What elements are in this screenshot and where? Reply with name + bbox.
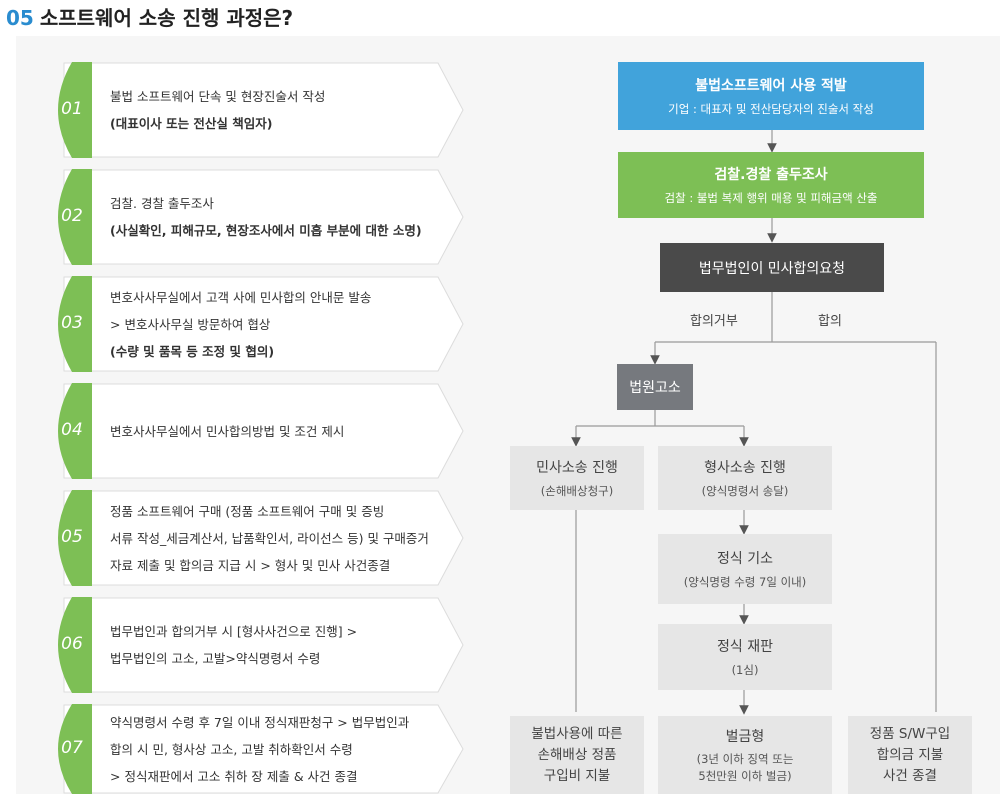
step-text-line: 합의 시 민, 형사상 고소, 고발 취하확인서 수령 (110, 741, 353, 757)
step-badge-shape (58, 62, 92, 158)
flow-prosecution-sub: 검찰 : 불법 복제 행위 매용 및 피해금액 산출 (664, 191, 878, 205)
step-text: 검찰. 경찰 출두조사 (사실확인, 피해규모, 현장조사에서 미흡 부분에 대한… (110, 190, 434, 244)
step-text: 법무법인과 합의거부 시 [형사사건으로 진행] > 법무법인의 고소, 고발>약… (110, 618, 434, 672)
flow-fine-line-2: 5천만원 이하 벌금) (698, 768, 792, 783)
step-badge-shape (58, 597, 92, 693)
flow-criminal-box: 형사소송 진행 (양식명령서 송달) (658, 446, 832, 510)
flow-trial-sub: (1심) (731, 663, 759, 677)
step-badge-shape (58, 490, 92, 586)
step-badge-shape (58, 169, 92, 265)
flow-indict-box: 정식 기소 (양식명령 수령 7일 이내) (658, 534, 832, 604)
step-text-line: 검찰. 경찰 출두조사 (110, 196, 214, 211)
step-text-line: 불법 소프트웨어 단속 및 현장진술서 작성 (110, 89, 326, 104)
flow-indict-sub: (양식명령 수령 7일 이내) (683, 575, 807, 589)
step-text-line: 서류 작성_세금계산서, 납품확인서, 라이선스 등) 및 구매증거 (110, 530, 429, 546)
step-text: 변호사사무실에서 고객 사에 민사합의 안내문 발송 > 변호사사무실 방문하여 … (110, 284, 434, 365)
step-text-line: 변호사사무실에서 고객 사에 민사합의 안내문 발송 (110, 289, 372, 305)
step-text-line: 법무법인과 합의거부 시 [형사사건으로 진행] > (110, 624, 358, 639)
step-text-line: (대표이사 또는 전산실 책임자) (110, 116, 273, 131)
step-badge-shape (58, 276, 92, 372)
step-chevron-shape (58, 383, 464, 479)
step-text-line: 자료 제출 및 합의금 지급 시 > 형사 및 민사 사건종결 (110, 557, 391, 573)
flow-trial-title: 정식 재판 (717, 639, 773, 655)
step-text-line: (사실확인, 피해규모, 현장조사에서 미흡 부분에 대한 소명) (110, 223, 422, 238)
title-number: 05 (6, 6, 34, 30)
civil-result-line-1: 불법사용에 따른 (531, 725, 623, 742)
step-text: 불법 소프트웨어 단속 및 현장진술서 작성 (대표이사 또는 전산실 책임자) (110, 83, 434, 137)
step-02: 02 검찰. 경찰 출두조사 (사실확인, 피해규모, 현장조사에서 미흡 부분에 … (44, 169, 464, 265)
step-number: 03 (61, 313, 83, 333)
step-number: 07 (61, 738, 83, 758)
agree-result-line-1: 정품 S/W구입 (869, 725, 951, 742)
step-badge-shape (58, 383, 92, 479)
step-number: 06 (61, 634, 83, 654)
step-text-line: 약식명령서 수령 후 7일 이내 정식재판청구 > 법무법인과 (110, 714, 410, 730)
flow-fine-box: 벌금형 (3년 이하 징역 또는 5천만원 이하 벌금) (658, 716, 832, 794)
step-chevron-shape (58, 276, 464, 372)
agree-label: 합의 (818, 314, 842, 329)
step-number: 04 (61, 420, 83, 440)
flow-civil-result-box: 불법사용에 따른 손해배상 정품 구입비 지불 (510, 716, 644, 794)
step-01: 01 불법 소프트웨어 단속 및 현장진술서 작성 (대표이사 또는 전산실 책임자… (44, 62, 464, 158)
step-badge-shape (58, 704, 92, 794)
flow-civil-sub: (손해배상청구) (540, 484, 614, 498)
step-number: 02 (61, 206, 83, 226)
step-chevron-shape (58, 62, 464, 158)
flow-trial-box: 정식 재판 (1심) (658, 624, 832, 690)
flow-court-box: 법원고소 (617, 364, 693, 410)
flow-criminal-sub: (양식명령서 송달) (701, 484, 789, 498)
flow-indict-title: 정식 기소 (717, 551, 773, 567)
flow-prosecution-box: 검찰.경찰 출두조사 검찰 : 불법 복제 행위 매용 및 피해금액 산출 (618, 152, 924, 218)
step-04: 04 변호사사무실에서 민사합의방법 및 조건 제시 (44, 383, 464, 479)
step-chevron-shape (58, 169, 464, 265)
civil-result-line-2: 손해배상 정품 (537, 746, 617, 763)
flow-lawfirm-title: 법무법인이 민사합의요청 (698, 260, 846, 277)
step-text-line: 정품 소프트웨어 구매 (정품 소프트웨어 구매 및 증빙 (110, 503, 385, 519)
step-chevron-shape (58, 597, 464, 693)
flow-fine-title: 벌금형 (725, 728, 765, 745)
agree-result-line-2: 합의금 지불 (876, 746, 944, 763)
step-chevron-shape (58, 490, 464, 586)
step-text-line: > 변호사사무실 방문하여 협상 (110, 316, 271, 332)
step-text-line: > 정식재판에서 고소 취하 장 제출 & 사건 종결 (110, 768, 358, 784)
flow-agree-result-box: 정품 S/W구입 합의금 지불 사건 종결 (848, 716, 972, 794)
flow-court-title: 법원고소 (629, 380, 681, 396)
step-text-line: 법무법인의 고소, 고발>약식명령서 수령 (110, 651, 321, 666)
civil-result-line-3: 구입비 지불 (543, 767, 611, 784)
step-chevron-shape (58, 704, 464, 794)
flow-detect-title: 불법소프트웨어 사용 적발 (695, 78, 847, 94)
agree-result-line-3: 사건 종결 (883, 767, 937, 784)
step-06: 06 법무법인과 합의거부 시 [형사사건으로 진행] > 법무법인의 고소, 고발… (44, 597, 464, 693)
flow-fine-line-1: (3년 이하 징역 또는 (696, 751, 794, 766)
step-number: 05 (61, 527, 83, 547)
step-number: 01 (61, 99, 83, 119)
flow-prosecution-title: 검찰.경찰 출두조사 (714, 167, 828, 183)
refuse-label: 합의거부 (690, 314, 738, 329)
title-text: 소프트웨어 소송 진행 과정은? (39, 6, 294, 30)
flow-civil-box: 민사소송 진행 (손해배상청구) (510, 446, 644, 510)
step-text-line: (수량 및 품목 등 조정 및 협의) (110, 343, 275, 359)
step-text-line: 변호사사무실에서 민사합의방법 및 조건 제시 (110, 423, 345, 439)
flow-detect-sub: 기업 : 대표자 및 전산담당자의 진술서 작성 (668, 102, 874, 116)
flow-lawfirm-box: 법무법인이 민사합의요청 (660, 243, 884, 292)
step-03: 03 변호사사무실에서 고객 사에 민사합의 안내문 발송 > 변호사사무실 방문하… (44, 276, 464, 372)
flow-criminal-title: 형사소송 진행 (704, 460, 786, 476)
step-text: 변호사사무실에서 민사합의방법 및 조건 제시 (110, 418, 434, 445)
flow-civil-title: 민사소송 진행 (536, 460, 618, 476)
flow-detect-box: 불법소프트웨어 사용 적발 기업 : 대표자 및 전산담당자의 진술서 작성 (618, 62, 924, 130)
